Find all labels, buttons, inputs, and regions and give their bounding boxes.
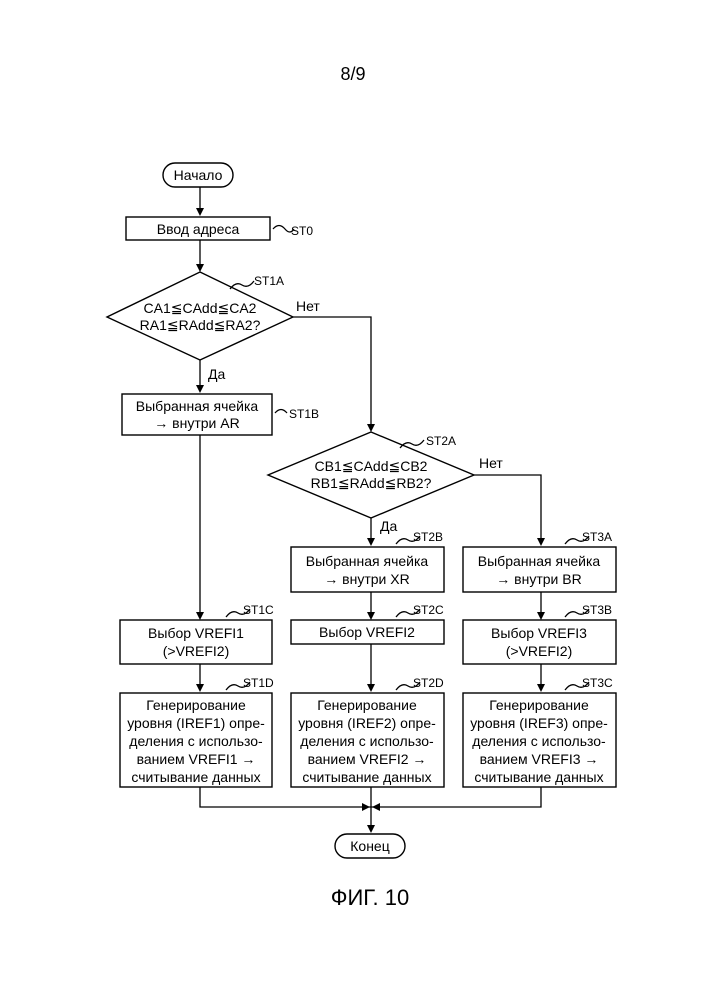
st1d-line: Генерирование	[146, 697, 246, 713]
st2b-line2: → внутри XR	[324, 571, 409, 587]
step-st3c: Генерирование уровня (IREF3) опре- делен…	[463, 676, 616, 787]
step-st1b: Выбранная ячейка → внутри AR ST1B	[122, 394, 319, 435]
st1d-line: деления с использо-	[129, 733, 263, 749]
st1c-line1: Выбор VREFI1	[148, 625, 244, 641]
st2a-tag: ST2A	[426, 434, 456, 448]
step-st2d: Генерирование уровня (IREF2) опре- делен…	[291, 676, 444, 787]
st1d-line: уровня (IREF1) опре-	[127, 715, 265, 731]
st2b-line1: Выбранная ячейка	[306, 553, 429, 569]
st1b-tag: ST1B	[289, 407, 319, 421]
st3b-line2: (>VREFI2)	[506, 643, 573, 659]
st1a-no-label: Нет	[296, 298, 320, 314]
st0-tag: ST0	[291, 224, 313, 238]
st1a-tag: ST1A	[254, 274, 284, 288]
start-label: Начало	[174, 167, 223, 183]
st0-label: Ввод адреса	[157, 221, 240, 237]
step-st2c: Выбор VREFI2 ST2C	[291, 603, 444, 644]
st2d-line: ванием VREFI2 →	[308, 751, 427, 767]
st1b-line2: → внутри AR	[154, 415, 239, 431]
st3a-line2: → внутри BR	[496, 571, 581, 587]
decision-st2a: CB1≦CAdd≦CB2 RB1≦RAdd≦RB2? ST2A Нет Да	[268, 432, 503, 534]
st2a-line1: CB1≦CAdd≦CB2	[315, 458, 428, 474]
st1d-tag: ST1D	[243, 676, 274, 690]
st3c-line: уровня (IREF3) опре-	[470, 715, 608, 731]
st3a-line1: Выбранная ячейка	[478, 553, 601, 569]
end-label: Конец	[350, 838, 389, 854]
st2a-no-label: Нет	[479, 455, 503, 471]
st2d-line: считывание данных	[302, 769, 431, 785]
st1a-line1: CA1≦CAdd≦CA2	[144, 300, 257, 316]
st2a-yes-label: Да	[380, 518, 397, 534]
st3c-line: деления с использо-	[472, 733, 606, 749]
st3b-line1: Выбор VREFI3	[491, 625, 587, 641]
st2c-tag: ST2C	[413, 603, 444, 617]
st2d-tag: ST2D	[413, 676, 444, 690]
st2c-label: Выбор VREFI2	[319, 624, 415, 640]
st2d-line: Генерирование	[317, 697, 417, 713]
st3a-tag: ST3A	[582, 530, 612, 544]
st1b-line1: Выбранная ячейка	[136, 398, 259, 414]
end-terminal: Конец	[335, 834, 405, 858]
st1a-line2: RA1≦RAdd≦RA2?	[140, 317, 261, 333]
step-st0-input-address: Ввод адреса ST0	[126, 217, 313, 240]
step-st2b: Выбранная ячейка → внутри XR ST2B	[291, 530, 444, 592]
st1a-yes-label: Да	[208, 366, 225, 382]
st3c-line: считывание данных	[474, 769, 603, 785]
st3c-tag: ST3C	[582, 676, 613, 690]
st3c-line: Генерирование	[489, 697, 589, 713]
st1c-line2: (>VREFI2)	[163, 643, 230, 659]
st1c-tag: ST1C	[243, 603, 274, 617]
decision-st1a: CA1≦CAdd≦CA2 RA1≦RAdd≦RA2? ST1A Нет Да	[107, 272, 320, 382]
st1d-line: ванием VREFI1 →	[137, 751, 256, 767]
figure-caption: ФИГ. 10	[331, 885, 409, 910]
st3b-tag: ST3B	[582, 603, 612, 617]
st2b-tag: ST2B	[413, 530, 443, 544]
st2d-line: деления с использо-	[300, 733, 434, 749]
st3c-line: ванием VREFI3 →	[480, 751, 599, 767]
start-terminal: Начало	[163, 163, 233, 187]
step-st1d: Генерирование уровня (IREF1) опре- делен…	[120, 676, 274, 787]
st2a-line2: RB1≦RAdd≦RB2?	[311, 475, 432, 491]
st1d-line: считывание данных	[131, 769, 260, 785]
page-number: 8/9	[340, 64, 365, 84]
st2d-line: уровня (IREF2) опре-	[298, 715, 436, 731]
